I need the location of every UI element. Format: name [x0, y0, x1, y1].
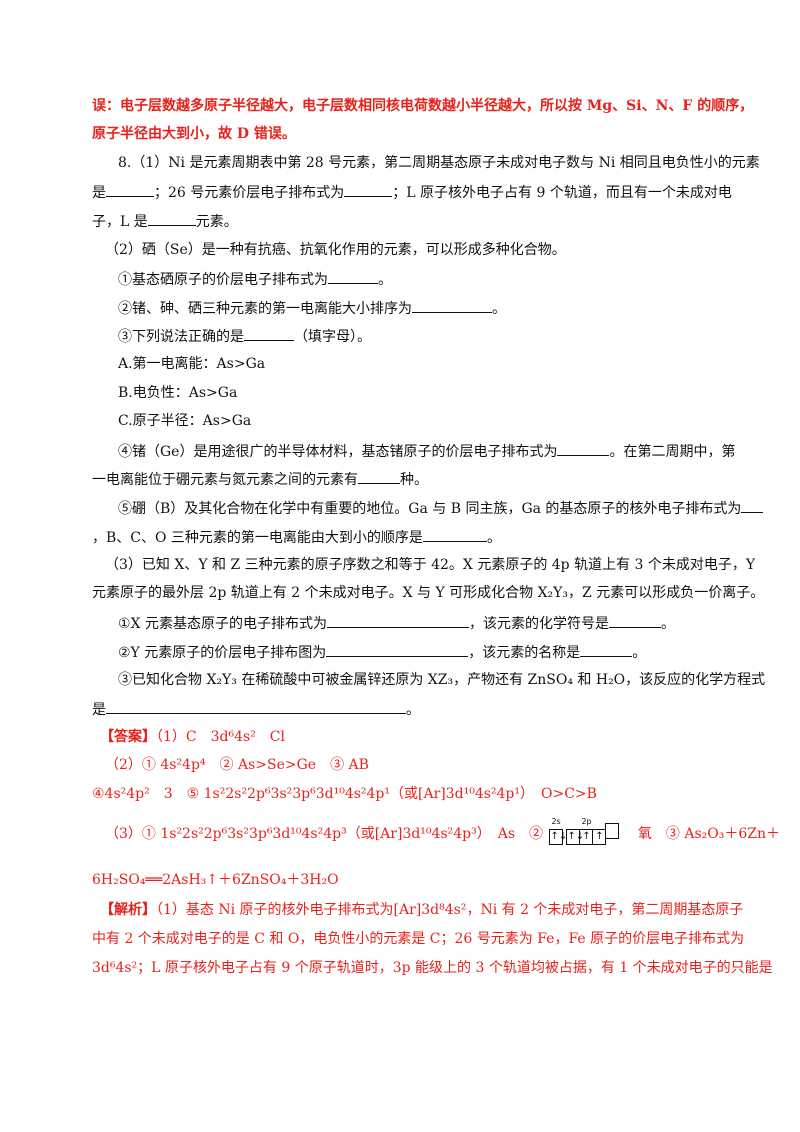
- part-2-q5-line-2: ，B、C、O 三种元素的第一电离能由大到小的顺序是。: [92, 526, 501, 548]
- answer-blank: [326, 641, 469, 657]
- orbital-box: ↑: [592, 829, 607, 845]
- answer-line-2: （2）① 4s²4p⁴ ② As>Se>Ge ③ AB: [105, 757, 369, 773]
- answer-blank: [608, 612, 661, 628]
- answer-line-4: （3）① 1s²2s²2p⁶3s²3p⁶3d¹⁰4s²4p³（或[Ar]3d¹⁰…: [105, 817, 780, 845]
- answer-blank: [328, 268, 378, 284]
- analysis-line-2: 中有 2 个未成对电子的是 C 和 O，电负性小的元素是 C；26 号元素为 F…: [92, 931, 745, 947]
- analysis-line-1: 【解析】（1）基态 Ni 原子的核外电子排布式为[Ar]3d⁸4s²，Ni 有 …: [100, 902, 744, 918]
- option-a: A.第一电离能：As>Ga: [118, 356, 266, 372]
- answer-blank: [557, 440, 610, 456]
- part-3-q1: ①X 元素基态原子的电子排布式为，该元素的化学符号是。: [118, 612, 675, 634]
- analysis-continued-line-1: 误：电子层数越多原子半径越大，电子层数相同核电荷数越小半径越大，所以按 Mg、S…: [92, 98, 754, 114]
- option-c: C.原子半径：As>Ga: [118, 413, 252, 429]
- question-8-line-2: 是；26 号元素价层电子排布式为；L 原子核外电子占有 9 个轨道，而且有一个未…: [92, 181, 732, 203]
- analysis-line-3: 3d⁶4s²；L 原子核外电子占有 9 个原子轨道时，3p 能级上的 3 个轨道…: [92, 960, 773, 976]
- orbital-label-2p: 2p: [581, 817, 592, 826]
- question-8-line-3: 子，L 是元素。: [92, 210, 238, 232]
- answer-blank: [326, 612, 469, 628]
- part-3-q3-line-1: ③已知化合物 X₂Y₃ 在稀硫酸中可被金属锌还原为 XZ₃，产物还有 ZnSO₄…: [118, 672, 766, 688]
- answer-blank: [344, 181, 393, 197]
- answer-blank: [147, 210, 196, 226]
- answer-blank: [422, 526, 487, 542]
- part-3-q3-line-2: 是。: [92, 698, 420, 720]
- answer-line-3: ④4s²4p² 3 ⑤ 1s²2s²2p⁶3s²3p⁶3d¹⁰4s²4p¹（或[…: [92, 786, 597, 802]
- part-3-line-2: 元素原子的最外层 2p 轨道上有 2 个未成对电子。X 与 Y 可形成化合物 X…: [92, 585, 765, 601]
- part-2-q3: ③下列说法正确的是（填字母）。: [118, 325, 371, 347]
- answer-blank: [358, 468, 400, 484]
- orbital-label-2s: 2s: [551, 817, 561, 826]
- orbital-box: [605, 823, 620, 839]
- answer-blank: [412, 297, 492, 313]
- option-b: B.电负性：As>Ga: [118, 385, 238, 401]
- part-2-q2: ②锗、砷、硒三种元素的第一电离能大小排序为。: [118, 297, 506, 319]
- orbital-box: ↑↓: [549, 829, 567, 845]
- part-2-q4-line-2: 一电离能位于硼元素与氮元素之间的元素有种。: [92, 468, 428, 490]
- answer-line-5: 6H₂SO₄══2AsH₃↑＋6ZnSO₄＋3H₂O: [92, 872, 339, 888]
- question-8-line-1: 8.（1）Ni 是元素周期表中第 28 号元素，第二周期基态原子未成对电子数与 …: [118, 155, 760, 171]
- analysis-tag: 【解析】: [100, 902, 156, 918]
- part-3-q2: ②Y 元素原子的价层电子排布图为，该元素的名称是。: [118, 641, 646, 663]
- answer-blank: [580, 641, 633, 657]
- answer-blank: [106, 698, 406, 714]
- part-2-intro: （2）硒（Se）是一种有抗癌、抗氧化作用的元素，可以形成多种化合物。: [105, 242, 566, 258]
- orbital-diagram: 2s 2p ↑↓↑↓↑↑: [549, 817, 620, 845]
- answer-blank: [741, 497, 764, 513]
- orbital-box: ↑↓: [566, 829, 584, 845]
- answer-tag: 【答案】: [100, 729, 156, 745]
- analysis-continued-line-2: 原子半径由大到小，故 D 错误。: [92, 126, 296, 142]
- part-2-q5-line-1: ⑤硼（B）及其化合物在化学中有重要的地位。Ga 与 B 同主族，Ga 的基态原子…: [118, 497, 764, 519]
- answer-blank: [244, 325, 294, 341]
- part-2-q4-line-1: ④锗（Ge）是用途很广的半导体材料，基态锗原子的价层电子排布式为。在第二周期中，…: [118, 440, 735, 462]
- part-2-q1: ①基态硒原子的价层电子排布式为。: [118, 268, 392, 290]
- answer-line-1: 【答案】（1）C 3d⁶4s² Cl: [100, 729, 285, 745]
- answer-blank: [106, 181, 154, 197]
- part-3-line-1: （3）已知 X、Y 和 Z 三种元素的原子序数之和等于 42。X 元素原子的 4…: [105, 557, 756, 573]
